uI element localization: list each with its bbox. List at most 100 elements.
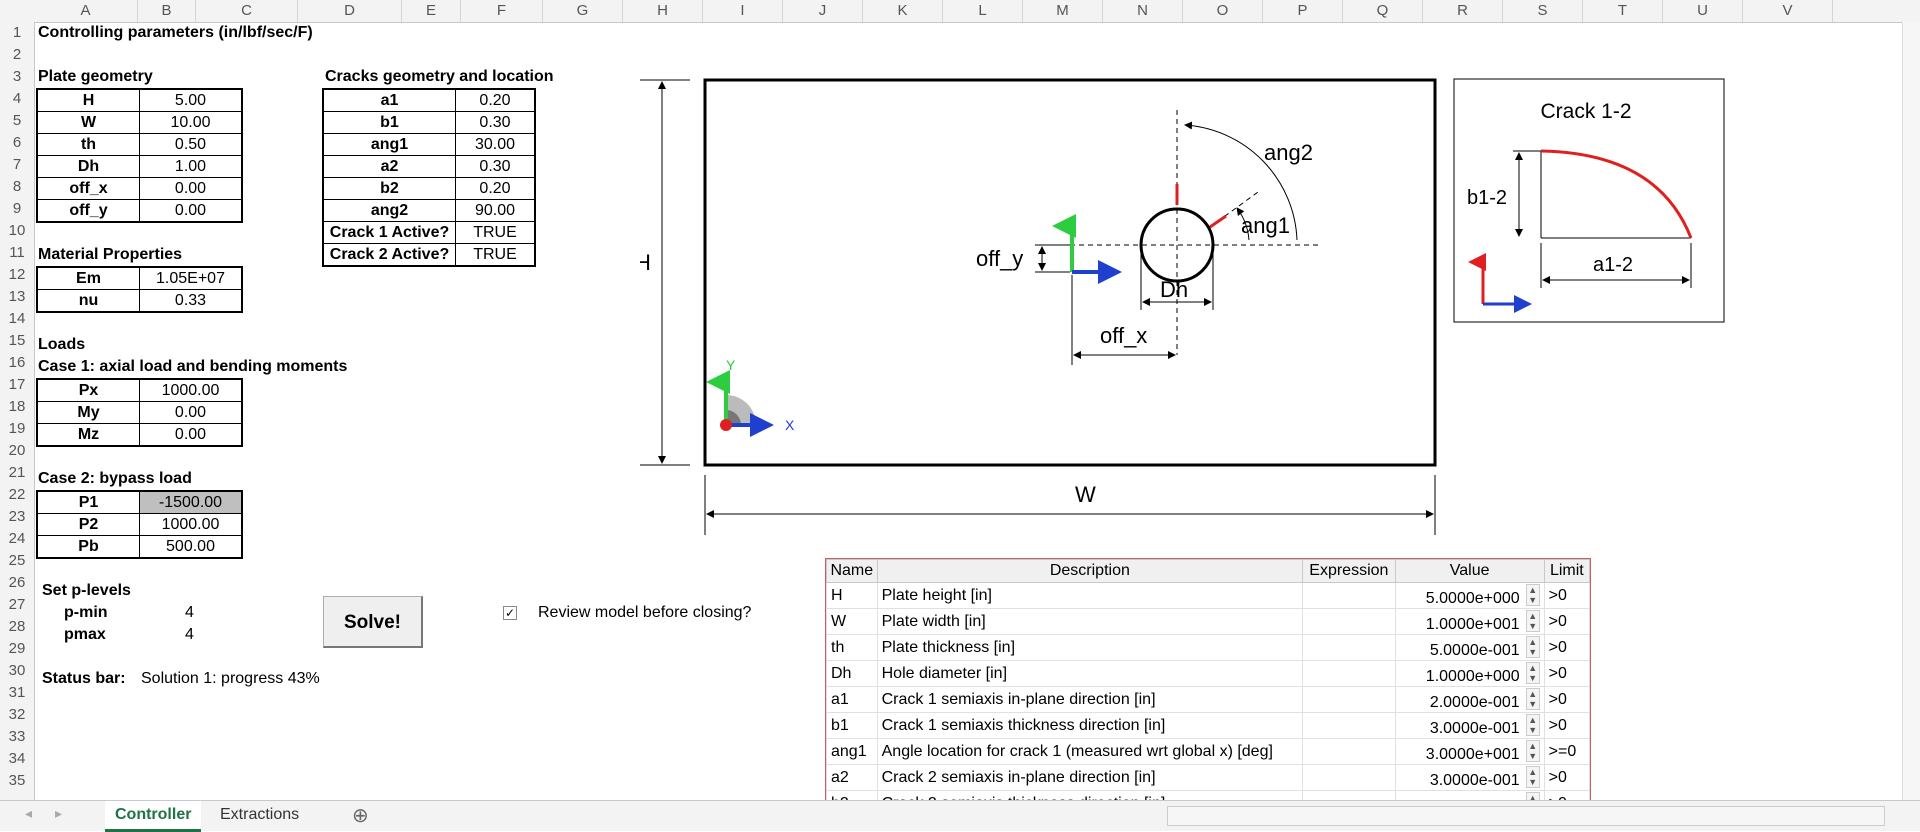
param-value[interactable]: 30.00 <box>455 133 536 156</box>
solve-button[interactable]: Solve! <box>323 596 423 648</box>
param-value-cell[interactable]: 5.0000e+000▲▼ <box>1394 582 1545 609</box>
param-table-header-name[interactable]: Name <box>826 559 878 583</box>
spinner-icon[interactable]: ▲▼ <box>1525 687 1540 710</box>
param-value[interactable]: TRUE <box>455 243 536 267</box>
tab-prev-icon[interactable]: ◂ <box>25 805 33 821</box>
row-header-22[interactable]: 22 <box>8 486 26 503</box>
param-value[interactable]: -1500.00 <box>139 490 243 514</box>
column-header-h[interactable]: H <box>623 0 703 22</box>
row-header-35[interactable]: 35 <box>8 772 26 789</box>
row-header-29[interactable]: 29 <box>8 640 26 657</box>
param-value[interactable]: 0.30 <box>455 111 536 134</box>
param-table-header-value[interactable]: Value <box>1394 559 1545 583</box>
spinner-icon[interactable]: ▲▼ <box>1525 583 1540 606</box>
vertical-scrollbar[interactable] <box>1902 22 1920 800</box>
row-header-14[interactable]: 14 <box>8 310 26 327</box>
param-value[interactable]: 0.20 <box>455 177 536 200</box>
row-header-13[interactable]: 13 <box>8 288 26 305</box>
row-header-12[interactable]: 12 <box>8 266 26 283</box>
param-value[interactable]: TRUE <box>455 221 536 244</box>
row-header-19[interactable]: 19 <box>8 420 26 437</box>
column-header-v[interactable]: V <box>1743 0 1833 22</box>
row-header-15[interactable]: 15 <box>8 332 26 349</box>
tab-next-icon[interactable]: ▸ <box>55 805 63 821</box>
param-value[interactable]: 0.00 <box>139 401 243 424</box>
param-value[interactable]: 0.20 <box>455 88 536 112</box>
column-header-m[interactable]: M <box>1023 0 1103 22</box>
pmax-value[interactable]: 4 <box>185 626 194 643</box>
spinner-icon[interactable]: ▲▼ <box>1525 765 1540 788</box>
param-value-cell[interactable]: 1.0000e+001▲▼ <box>1394 608 1545 635</box>
row-header-3[interactable]: 3 <box>12 68 22 85</box>
param-table-header-expression[interactable]: Expression <box>1302 559 1396 583</box>
row-header-30[interactable]: 30 <box>8 662 26 679</box>
row-header-6[interactable]: 6 <box>12 134 22 151</box>
row-header-16[interactable]: 16 <box>8 354 26 371</box>
spinner-icon[interactable]: ▲▼ <box>1525 635 1540 658</box>
row-header-11[interactable]: 11 <box>9 244 25 261</box>
param-table-header-description[interactable]: Description <box>876 559 1304 583</box>
spinner-icon[interactable]: ▲▼ <box>1525 791 1540 801</box>
row-header-28[interactable]: 28 <box>8 618 26 635</box>
column-header-e[interactable]: E <box>402 0 461 22</box>
tab-controller[interactable]: Controller <box>105 801 202 832</box>
horizontal-scrollbar[interactable] <box>1167 806 1885 826</box>
column-header-r[interactable]: R <box>1423 0 1503 22</box>
row-header-4[interactable]: 4 <box>12 90 22 107</box>
row-header-10[interactable]: 10 <box>8 222 26 239</box>
row-header-7[interactable]: 7 <box>12 156 22 173</box>
spinner-icon[interactable]: ▲▼ <box>1525 713 1540 736</box>
param-value[interactable]: 0.00 <box>139 177 243 200</box>
column-header-p[interactable]: P <box>1263 0 1343 22</box>
param-value[interactable]: 500.00 <box>139 535 243 559</box>
row-header-1[interactable]: 1 <box>12 24 22 41</box>
row-header-21[interactable]: 21 <box>8 464 26 481</box>
param-expression-cell[interactable] <box>1302 660 1396 687</box>
column-header-a[interactable]: A <box>34 0 138 22</box>
row-header-31[interactable]: 31 <box>8 684 26 701</box>
param-expression-cell[interactable] <box>1302 608 1396 635</box>
param-expression-cell[interactable] <box>1302 686 1396 713</box>
param-value[interactable]: 1000.00 <box>139 513 243 536</box>
column-header-q[interactable]: Q <box>1343 0 1423 22</box>
column-header-k[interactable]: K <box>863 0 943 22</box>
column-header-n[interactable]: N <box>1103 0 1183 22</box>
pmin-value[interactable]: 4 <box>185 604 194 621</box>
table-row[interactable]: b2Crack 2 semiaxis thickness direction [… <box>826 790 1590 801</box>
param-value-cell[interactable]: 5.0000e-001▲▼ <box>1394 634 1545 661</box>
column-header-t[interactable]: T <box>1583 0 1663 22</box>
param-value[interactable]: 90.00 <box>455 199 536 222</box>
param-value[interactable]: 0.00 <box>139 423 243 447</box>
row-header-23[interactable]: 23 <box>8 508 26 525</box>
param-expression-cell[interactable] <box>1302 738 1396 765</box>
column-header-j[interactable]: J <box>783 0 863 22</box>
param-value[interactable]: 0.30 <box>455 155 536 178</box>
review-checkbox[interactable]: ✓ <box>503 606 517 620</box>
param-value[interactable]: 1.00 <box>139 155 243 178</box>
row-header-32[interactable]: 32 <box>8 706 26 723</box>
column-header-f[interactable]: F <box>461 0 543 22</box>
tab-extractions[interactable]: Extractions <box>220 806 300 823</box>
column-header-c[interactable]: C <box>196 0 298 22</box>
param-expression-cell[interactable] <box>1302 582 1396 609</box>
param-value[interactable]: 5.00 <box>139 88 243 112</box>
row-header-9[interactable]: 9 <box>12 200 22 217</box>
spinner-icon[interactable]: ▲▼ <box>1525 739 1540 762</box>
param-value[interactable]: 10.00 <box>139 111 243 134</box>
row-header-24[interactable]: 24 <box>8 530 26 547</box>
column-header-d[interactable]: D <box>298 0 402 22</box>
spinner-icon[interactable]: ▲▼ <box>1525 609 1540 632</box>
row-header-33[interactable]: 33 <box>8 728 26 745</box>
param-value-cell[interactable]: 3.0000e+001▲▼ <box>1394 738 1545 765</box>
row-header-8[interactable]: 8 <box>12 178 22 195</box>
row-header-18[interactable]: 18 <box>8 398 26 415</box>
column-header-b[interactable]: B <box>138 0 196 22</box>
row-header-27[interactable]: 27 <box>8 596 26 613</box>
param-table-header-limit[interactable]: Limit <box>1543 559 1590 583</box>
